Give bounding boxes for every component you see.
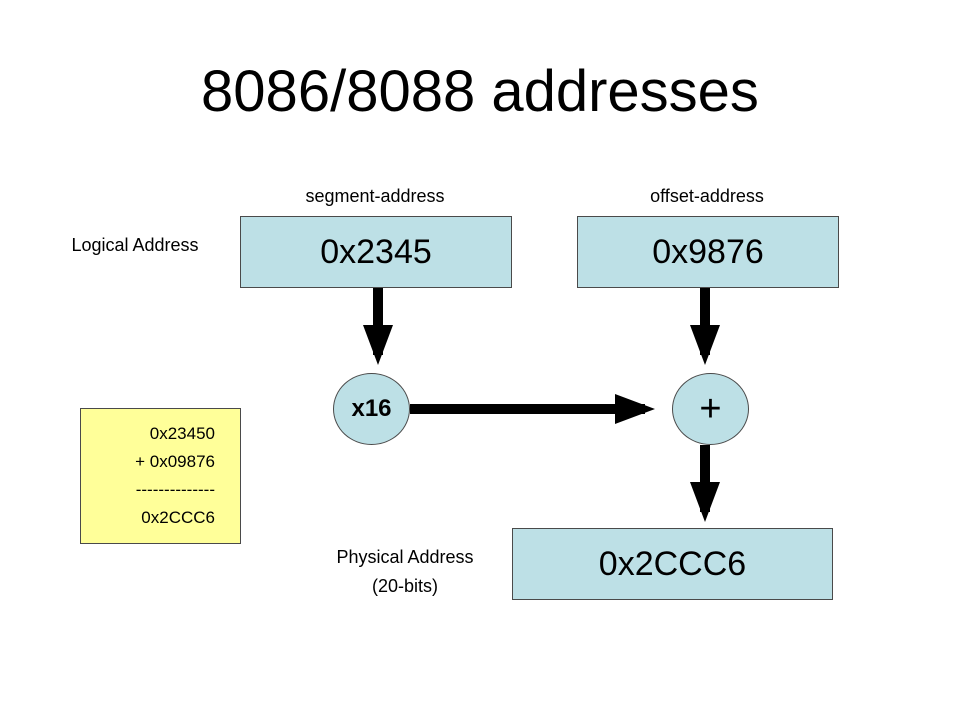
- add-node-label: +: [699, 387, 722, 430]
- logical-address-label: Logical Address: [71, 235, 199, 255]
- multiply-node-label: x16: [351, 395, 392, 422]
- physical-address-label-line1: Physical Address: [336, 547, 474, 567]
- calculation-result: 0x2CCC6: [141, 508, 215, 527]
- offset-address-value: 0x9876: [652, 232, 764, 271]
- slide-title: 8086/8088 addresses: [201, 59, 759, 124]
- segment-address-value: 0x2345: [320, 232, 432, 271]
- physical-address-label-line2: (20-bits): [371, 576, 438, 596]
- segment-address-label: segment-address: [305, 186, 445, 206]
- physical-address-label: Physical Address (20-bits): [300, 543, 510, 601]
- offset-address-label: offset-address: [650, 186, 764, 206]
- calculation-note: 0x23450 + 0x09876 -------------- 0x2CCC6: [80, 408, 241, 544]
- calculation-separator: --------------: [135, 480, 215, 499]
- calculation-line2: + 0x09876: [135, 452, 215, 471]
- calculation-line1: 0x23450: [149, 424, 215, 443]
- segment-address-box: 0x2345: [240, 216, 512, 288]
- multiply-node: x16: [333, 373, 410, 445]
- physical-address-value: 0x2CCC6: [598, 544, 747, 583]
- offset-address-box: 0x9876: [577, 216, 839, 288]
- physical-address-box: 0x2CCC6: [512, 528, 833, 600]
- add-node: +: [672, 373, 749, 445]
